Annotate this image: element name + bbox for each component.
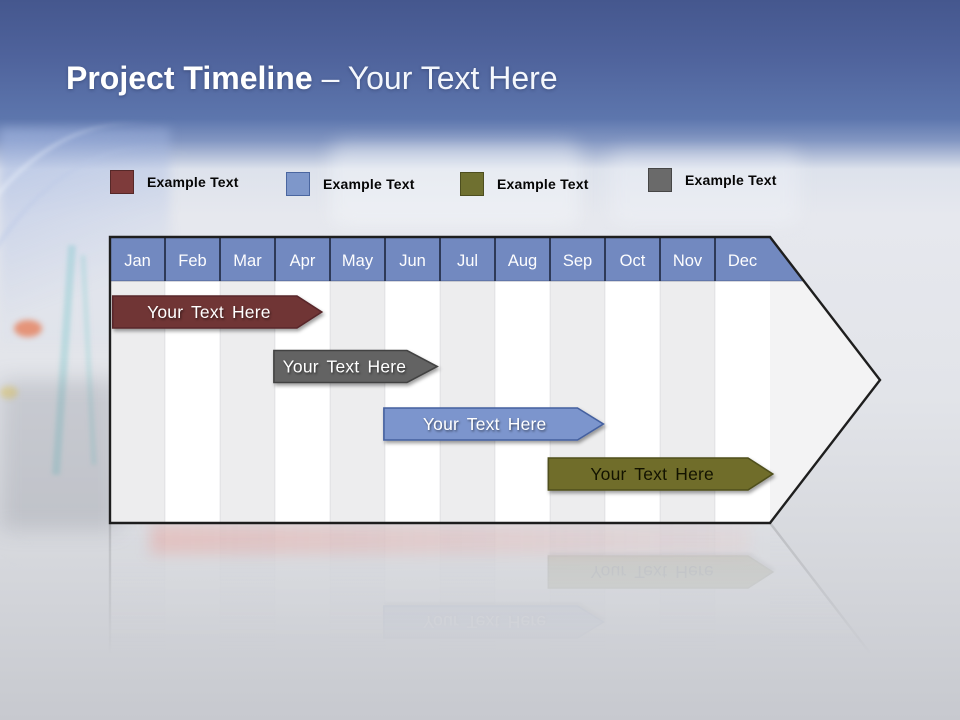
legend-label: Example Text [323,176,415,192]
photo-train-body [0,380,120,530]
photo-train-light [0,386,18,399]
month-header-label: Jan [124,252,151,270]
photo-train-window [330,142,580,227]
legend-swatch [110,170,134,194]
month-header-label: Feb [178,252,206,270]
legend-item[interactable]: Example Text [286,172,415,196]
month-header-label: Sep [563,252,592,270]
legend-swatch [648,168,672,192]
timeline-arrow-outline [108,235,882,525]
legend-swatch [460,172,484,196]
timeline-bar-label: Your Text Here [590,464,714,484]
month-header-label: Mar [233,252,262,270]
timeline-reflection [110,523,880,720]
month-header-band [110,237,804,281]
month-column [220,237,275,523]
month-header-label: Aug [508,252,537,270]
legend-item[interactable]: Example Text [110,170,239,194]
legend-label: Example Text [147,174,239,190]
month-header-label: May [342,252,374,270]
legend-item[interactable]: Example Text [648,168,777,192]
timeline-bar[interactable] [111,295,324,329]
title-secondary: – Your Text Here [321,60,558,96]
month-header-label: Nov [673,252,703,270]
timeline-bar-label: Your Text Here [423,414,547,434]
photo-train-light [14,320,42,337]
month-header-label: Jun [399,252,426,270]
timeline-bar[interactable] [273,349,439,384]
slide-title[interactable]: Project Timeline– Your Text Here [66,57,558,99]
month-column [440,237,495,523]
legend-swatch [286,172,310,196]
month-header-label: Apr [290,252,316,270]
month-header-label: Jul [457,252,478,270]
month-column [165,237,220,523]
timeline-bar-label: Your Text Here [283,357,407,377]
legend-item[interactable]: Example Text [460,172,589,196]
timeline-bar-label: Your Text Here [147,302,271,322]
legend-label: Example Text [685,172,777,188]
photo-train-window [610,150,800,225]
month-column [110,237,165,523]
month-header-label: Oct [620,252,646,270]
timeline-bar[interactable] [383,407,605,441]
legend-label: Example Text [497,176,589,192]
month-column [495,237,550,523]
month-header-label: Dec [728,252,757,270]
title-primary: Project Timeline [66,60,313,96]
timeline-bar[interactable] [547,457,775,491]
